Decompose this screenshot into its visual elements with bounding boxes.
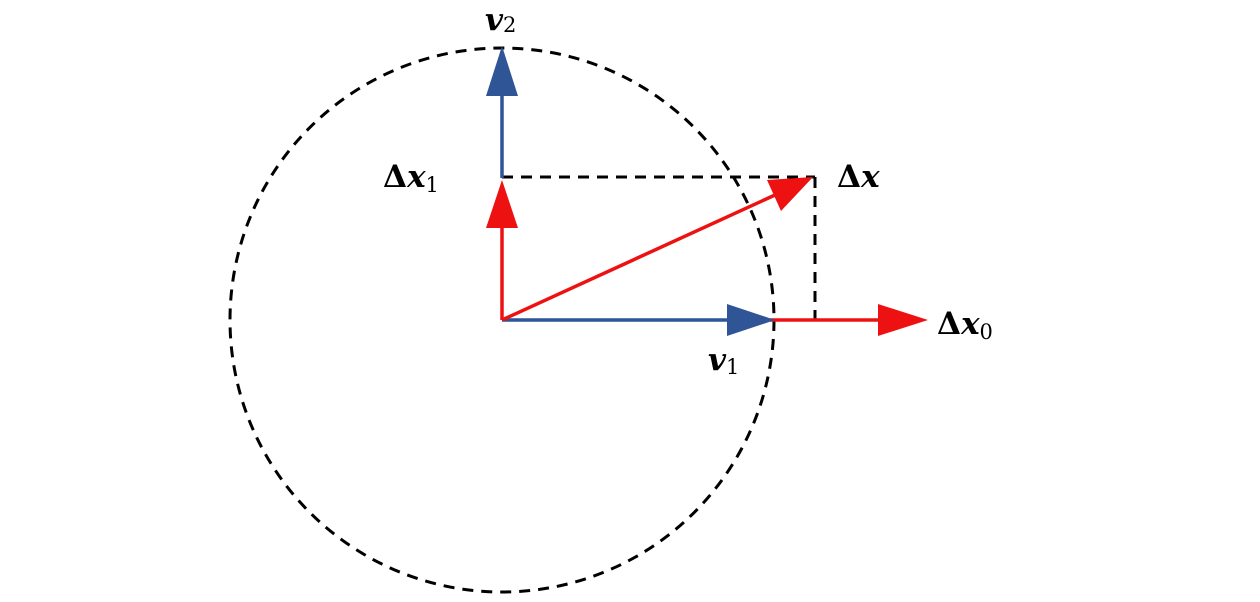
delta-x0-vector-arrowhead (878, 304, 928, 336)
label-delta-x1: Δx1 (383, 159, 439, 197)
delta-x1-vector-arrowhead (486, 180, 518, 228)
delta-x-vector-arrowhead (767, 177, 813, 211)
v2-vector-arrowhead (486, 46, 518, 96)
label-delta-x: Δx (837, 159, 880, 195)
v1-vector-arrowhead (727, 304, 775, 336)
delta-x-vector-shaft (501, 193, 776, 322)
label-delta-x0: Δx0 (937, 306, 993, 344)
label-v1: v1 (708, 342, 739, 379)
label-v2: v2 (485, 2, 516, 38)
